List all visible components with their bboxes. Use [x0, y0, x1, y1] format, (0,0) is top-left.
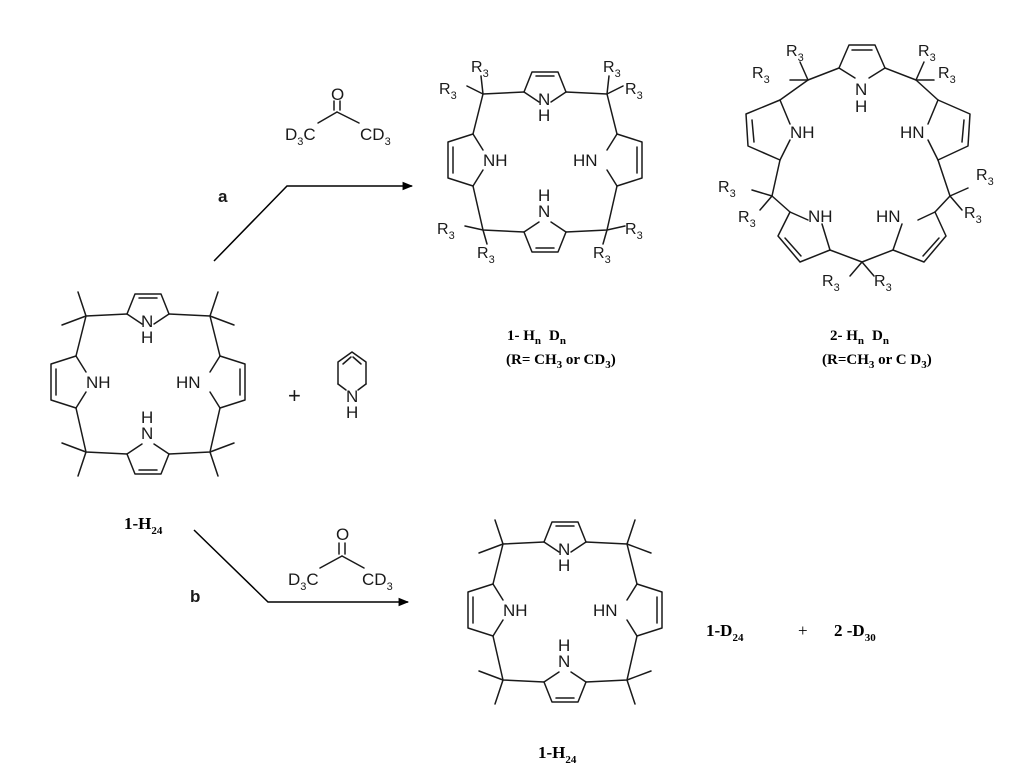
svg-text:H: H — [558, 556, 570, 575]
svg-text:CD3: CD3 — [360, 125, 391, 148]
product-2-structure: N H NH HN NH HN — [718, 43, 994, 294]
svg-text:O: O — [331, 85, 344, 104]
svg-text:R3: R3 — [439, 81, 457, 102]
svg-text:R3: R3 — [822, 273, 840, 294]
acetone-d6-a: O D3C CD3 — [285, 85, 391, 148]
svg-text:N: N — [558, 652, 570, 671]
svg-text:HN: HN — [900, 123, 925, 142]
svg-text:R3: R3 — [437, 221, 455, 242]
svg-text:R3: R3 — [625, 81, 643, 102]
route-b-label: b — [190, 587, 200, 606]
svg-text:CD3: CD3 — [362, 570, 393, 593]
plus-sign: + — [288, 383, 301, 408]
svg-text:NH: NH — [86, 373, 111, 392]
svg-text:N: N — [538, 90, 550, 109]
svg-text:R3: R3 — [603, 59, 621, 80]
svg-text:H: H — [141, 328, 153, 347]
svg-text:R3: R3 — [964, 205, 982, 226]
acetone-d6-b: O D3C CD3 — [288, 525, 393, 593]
svg-text:NH: NH — [483, 151, 508, 170]
svg-text:R3: R3 — [718, 179, 736, 200]
svg-text:R3: R3 — [918, 43, 936, 64]
svg-text:N: N — [558, 540, 570, 559]
svg-text:(R=CH3 or C D3): (R=CH3 or C D3) — [822, 352, 932, 371]
svg-text:R3: R3 — [593, 245, 611, 266]
svg-text:NH: NH — [808, 207, 833, 226]
svg-text:NH: NH — [503, 601, 528, 620]
svg-text:O: O — [336, 525, 349, 544]
svg-text:R3: R3 — [976, 167, 994, 188]
svg-text:H: H — [855, 97, 867, 116]
product-1-structure: N H N H NH HN R3 R3 R3 R3 R3 R3 — [437, 59, 643, 266]
svg-text:H: H — [346, 403, 358, 422]
svg-text:NH: NH — [790, 123, 815, 142]
svg-text:R3: R3 — [471, 59, 489, 80]
route-a-arrow — [213, 181, 414, 262]
svg-text:R3: R3 — [738, 209, 756, 230]
svg-text:R3: R3 — [938, 65, 956, 86]
compound-start-label: 1-H24 — [124, 514, 163, 537]
svg-text:N: N — [855, 80, 867, 99]
plus-sign-b: + — [798, 621, 808, 640]
svg-text:D3C: D3C — [285, 125, 316, 148]
pyrrole: N H — [337, 351, 367, 422]
svg-text:(R= CH3 or CD3): (R= CH3 or CD3) — [506, 352, 616, 371]
svg-text:HN: HN — [573, 151, 598, 170]
compound-1-d24: 1-D24 — [706, 621, 744, 644]
svg-text:N: N — [141, 312, 153, 331]
calixpyrrole-start: N H N H NH HN — [50, 291, 246, 477]
svg-text:H: H — [141, 408, 153, 427]
route-a-label: a — [218, 187, 228, 206]
compound-product-b-label: 1-H24 — [538, 743, 577, 766]
compound-2-d30: 2 -D30 — [834, 621, 876, 644]
svg-text:H: H — [558, 636, 570, 655]
svg-text:R3: R3 — [625, 221, 643, 242]
svg-text:R3: R3 — [874, 273, 892, 294]
svg-text:D3C: D3C — [288, 570, 319, 593]
svg-text:HN: HN — [876, 207, 901, 226]
svg-text:R3: R3 — [752, 65, 770, 86]
svg-text:HN: HN — [176, 373, 201, 392]
svg-text:H: H — [538, 106, 550, 125]
svg-text:HN: HN — [593, 601, 618, 620]
svg-text:N: N — [538, 202, 550, 221]
svg-text:N: N — [346, 387, 358, 406]
svg-text:R3: R3 — [786, 43, 804, 64]
calixpyrrole-product-b: N H N H NH HN — [467, 519, 663, 705]
svg-text:N: N — [141, 424, 153, 443]
route-b-arrow — [193, 529, 410, 607]
svg-text:R3: R3 — [477, 245, 495, 266]
svg-text:H: H — [538, 186, 550, 205]
